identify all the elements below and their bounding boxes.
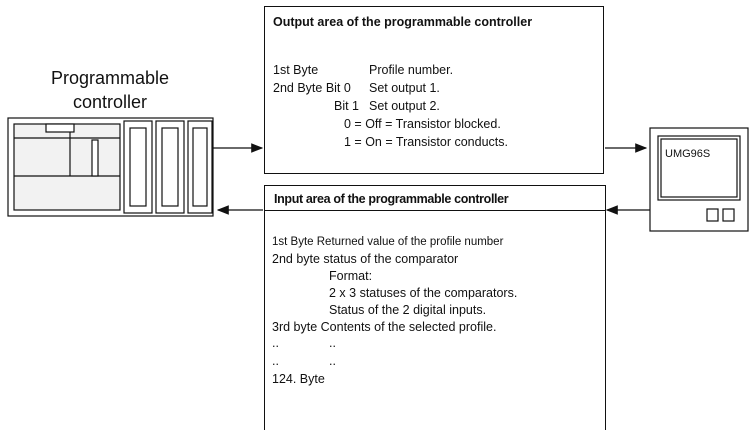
output-line-set-output-2: Set output 2. — [369, 99, 440, 113]
input-area-title: Input area of the programmable controlle… — [274, 192, 509, 206]
device-label: UMG96S — [665, 148, 711, 160]
output-line-off: 0 = Off = Transistor blocked. — [344, 117, 501, 131]
input-line-ellipsis-1a: .. — [272, 336, 279, 350]
input-title-divider — [265, 210, 605, 211]
plc-label-line1: Programmable — [50, 68, 170, 88]
output-line-profile-number: Profile number. — [369, 63, 454, 77]
input-line-statuses: 2 x 3 statuses of the comparators. — [329, 286, 518, 300]
input-line-ellipsis-2b: .. — [329, 354, 336, 368]
umg96s-device — [649, 127, 749, 232]
output-area-box: Output area of the programmable controll… — [264, 6, 604, 174]
output-line-on: 1 = On = Transistor conducts. — [344, 135, 508, 149]
input-line-format: Format: — [329, 269, 373, 283]
output-line-1st-byte: 1st Byte — [273, 63, 319, 77]
plc-hardware — [7, 117, 214, 217]
plc-label: Programmable controller — [10, 66, 210, 114]
input-line-1st-byte: 1st Byte Returned value of the profile n… — [272, 236, 504, 248]
output-line-2nd-byte-bit0: 2nd Byte Bit 0 — [273, 81, 351, 95]
input-line-124-byte: 124. Byte — [272, 372, 325, 386]
output-line-set-output-1: Set output 1. — [369, 81, 440, 95]
plc-label-line2: controller — [72, 92, 148, 112]
input-line-digital-inputs: Status of the 2 digital inputs. — [329, 303, 487, 317]
input-line-ellipsis-1b: .. — [329, 336, 336, 350]
input-line-ellipsis-2a: .. — [272, 354, 279, 368]
output-line-bit1: Bit 1 — [334, 99, 360, 113]
input-area-box: Input area of the programmable controlle… — [264, 185, 606, 430]
input-line-3rd-byte: 3rd byte Contents of the selected profil… — [272, 320, 497, 334]
output-area-title: Output area of the programmable controll… — [273, 15, 533, 29]
input-line-2nd-byte: 2nd byte status of the comparator — [272, 252, 459, 266]
